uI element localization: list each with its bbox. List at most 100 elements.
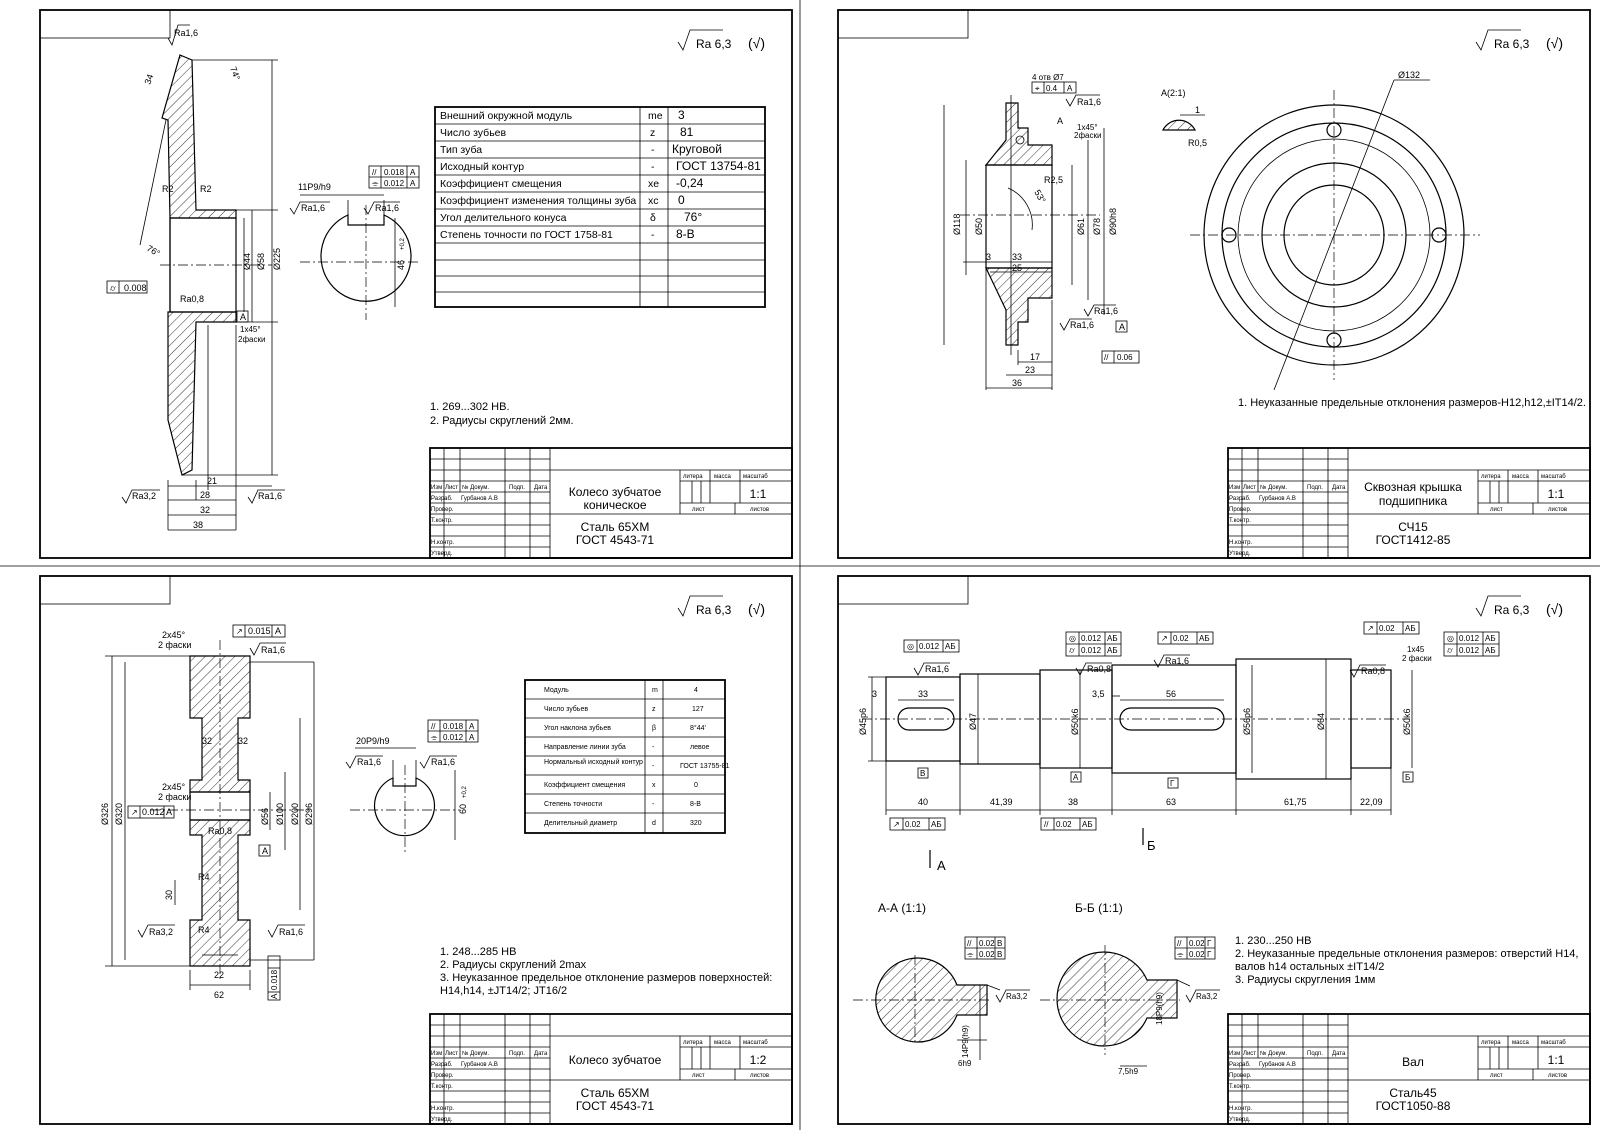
svg-text:xc: xc (648, 195, 659, 207)
svg-text:δ: δ (650, 212, 656, 224)
svg-text:R0,5: R0,5 (1188, 138, 1207, 148)
svg-text:Утверд.: Утверд. (1229, 1117, 1251, 1123)
svg-text:A: A (1067, 84, 1073, 93)
svg-text:Гурбанов А.В: Гурбанов А.В (1259, 496, 1296, 502)
svg-text:⌭: ⌭ (1447, 646, 1453, 655)
svg-text:+0,2: +0,2 (462, 785, 468, 798)
svg-text:АБ: АБ (1485, 646, 1496, 655)
title-block-bevel-gear: Изм Лист № Докум. Подп. Дата Разраб. Про… (429, 447, 793, 559)
svg-text:0.012: 0.012 (1081, 634, 1102, 643)
svg-text:Ra1,6: Ra1,6 (1094, 306, 1118, 316)
svg-text:81: 81 (680, 125, 694, 139)
svg-text:53°: 53° (1032, 188, 1048, 205)
svg-text:Ø100: Ø100 (275, 803, 285, 825)
svg-text:↗: ↗ (1161, 634, 1168, 643)
svg-text:0.018: 0.018 (443, 722, 464, 731)
svg-text:АБ: АБ (1199, 634, 1210, 643)
svg-text:литера: литера (1481, 1040, 1501, 1046)
svg-text:z: z (650, 127, 655, 139)
svg-text:Ra1,6: Ra1,6 (279, 927, 303, 937)
svg-text:1:2: 1:2 (750, 1053, 767, 1067)
svg-text:Ø44: Ø44 (242, 253, 252, 270)
shaft-main-view (862, 658, 1413, 868)
svg-text:Сталь 65ХМ: Сталь 65ХМ (581, 520, 650, 534)
svg-text:R2,5: R2,5 (1044, 175, 1063, 185)
svg-text:-: - (651, 161, 655, 173)
svg-text:-: - (651, 144, 655, 156)
svg-text:xe: xe (648, 178, 659, 190)
svg-text:Лист: Лист (1243, 485, 1256, 491)
bevel-gear-section (139, 54, 278, 531)
svg-text:Ø225: Ø225 (272, 248, 282, 270)
svg-text:Подп.: Подп. (509, 1051, 525, 1057)
svg-text:0.02: 0.02 (905, 820, 921, 829)
svg-text:Ø50k6: Ø50k6 (1402, 708, 1412, 735)
svg-text:А: А (1073, 773, 1079, 782)
svg-text:0: 0 (694, 782, 698, 789)
svg-text:A: A (262, 846, 268, 856)
svg-text:A: A (469, 733, 475, 742)
svg-text:масса: масса (714, 474, 731, 480)
svg-text:38: 38 (193, 520, 203, 530)
svg-text:валов h14 остальных ±IT14/2: валов h14 остальных ±IT14/2 (1235, 961, 1384, 973)
svg-text:0.012: 0.012 (1081, 646, 1102, 655)
svg-text:АБ: АБ (1405, 624, 1416, 633)
svg-text:34: 34 (142, 73, 155, 86)
svg-text:2x45°: 2x45° (162, 630, 186, 640)
svg-text:A: A (1057, 116, 1063, 126)
svg-text:1. 230...250 HB: 1. 230...250 HB (1235, 935, 1311, 947)
svg-text:A: A (275, 626, 281, 636)
svg-text:масштаб: масштаб (743, 474, 768, 480)
svg-text:A: A (1119, 322, 1125, 332)
svg-text:↗: ↗ (236, 627, 243, 636)
svg-text:Ra1,6: Ra1,6 (925, 664, 949, 674)
svg-text:0.018: 0.018 (270, 969, 279, 990)
title-block-shaft: Изм Лист № Докум. Подп. Дата Разраб. Про… (1227, 1013, 1591, 1125)
svg-text:Ø132: Ø132 (1398, 70, 1420, 80)
svg-text:-0,24: -0,24 (676, 176, 704, 190)
svg-text:масштаб: масштаб (1541, 474, 1566, 480)
svg-text:Ø78: Ø78 (1092, 218, 1102, 235)
cover-detail-view-a: А(2:1) 1 R0,5 (1161, 88, 1207, 148)
svg-text:A: A (166, 807, 172, 817)
svg-text:R2: R2 (200, 184, 212, 194)
svg-text:127: 127 (692, 706, 704, 713)
svg-text:Гурбанов А.В: Гурбанов А.В (1259, 1062, 1296, 1068)
svg-text:β: β (652, 725, 656, 732)
svg-text:Подп.: Подп. (1307, 1051, 1323, 1057)
svg-text:Разраб.: Разраб. (431, 496, 453, 502)
svg-text:ГОСТ 4543-71: ГОСТ 4543-71 (576, 533, 654, 547)
svg-text:0.4: 0.4 (1046, 84, 1058, 93)
param-row: Коэффициент смещения (544, 782, 625, 789)
svg-text:◎: ◎ (1447, 634, 1454, 643)
svg-text:3: 3 (678, 108, 685, 122)
svg-text:левое: левое (690, 744, 710, 751)
svg-text:Т.контр.: Т.контр. (1229, 518, 1251, 524)
svg-text:Ø90h8: Ø90h8 (1108, 208, 1118, 235)
svg-text:1x45: 1x45 (1407, 645, 1425, 654)
svg-text:7,5h9: 7,5h9 (1118, 1067, 1139, 1076)
svg-text:А-А (1:1): А-А (1:1) (878, 901, 926, 915)
svg-text:8-В: 8-В (676, 227, 695, 241)
svg-text:литера: литера (683, 1040, 703, 1046)
svg-text:0.02: 0.02 (1189, 939, 1205, 948)
cover-dim-labels: 4 отв Ø7 ⌖ 0.4 A Ra1,6 1x45° 2фаски A R2… (952, 73, 1140, 388)
svg-text:23: 23 (1025, 365, 1035, 375)
svg-text:Дата: Дата (534, 1051, 548, 1057)
svg-text:0.012: 0.012 (443, 733, 464, 742)
svg-text:2 фаски: 2 фаски (158, 792, 191, 802)
svg-text:Б: Б (1147, 838, 1156, 853)
svg-text:2. Неуказанные предельные откл: 2. Неуказанные предельные отклонения раз… (1235, 948, 1578, 960)
roughness-general-tl: Ra 6,3 (√) (677, 29, 765, 51)
svg-text:33: 33 (1012, 252, 1022, 262)
svg-text:Ra1,6: Ra1,6 (375, 203, 399, 213)
svg-text:61,75: 61,75 (1284, 797, 1307, 807)
svg-text:1:1: 1:1 (750, 487, 767, 501)
svg-text:Ø50k6: Ø50k6 (1070, 708, 1080, 735)
svg-text:◎: ◎ (1069, 634, 1076, 643)
svg-text://: // (1177, 939, 1182, 948)
svg-text:Лист: Лист (445, 485, 458, 491)
roughness-general-bl: Ra 6,3 (√) (677, 595, 765, 617)
svg-text:Ø118: Ø118 (952, 214, 962, 235)
